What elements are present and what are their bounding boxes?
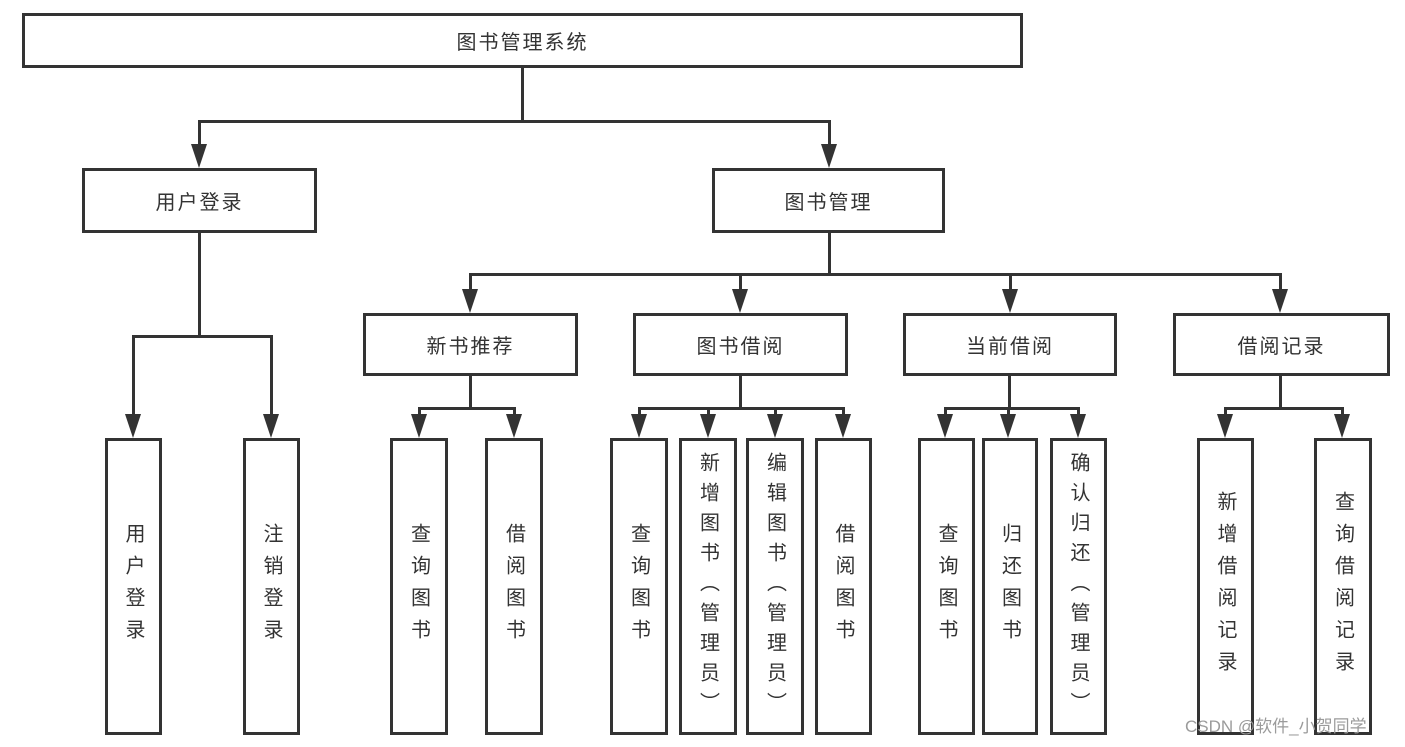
connector-line xyxy=(132,335,135,416)
arrowhead-down-icon xyxy=(732,289,748,313)
connector-line xyxy=(418,407,421,416)
connector-line xyxy=(638,407,844,410)
connector-line xyxy=(828,233,831,275)
arrowhead-down-icon xyxy=(191,144,207,168)
connector-line xyxy=(418,407,515,410)
csdn-watermark: CSDN @软件_小贺同学 xyxy=(1185,717,1367,736)
arrowhead-down-icon xyxy=(1334,414,1350,438)
connector-line xyxy=(739,376,742,409)
connector-line xyxy=(1007,407,1010,416)
connector-line xyxy=(1279,273,1282,291)
connector-line xyxy=(521,66,524,122)
node-label: 图书管理系统 xyxy=(456,32,589,54)
arrowhead-down-icon xyxy=(835,414,851,438)
arrowhead-down-icon xyxy=(1070,414,1086,438)
connector-line xyxy=(1224,407,1343,410)
connector-line xyxy=(1009,273,1012,291)
node-new-book-recommend: 新书推荐 xyxy=(363,313,578,376)
connector-line xyxy=(707,407,710,416)
node-label: 图书管理 xyxy=(784,192,873,214)
connector-line xyxy=(469,273,1282,276)
node-label: 当前借阅 xyxy=(966,336,1054,358)
connector-line xyxy=(828,120,831,146)
arrowhead-down-icon xyxy=(1002,289,1018,313)
node-current-borrowing: 当前借阅 xyxy=(903,313,1117,376)
connector-line xyxy=(270,335,273,416)
leaf-borrow-books-recommend: 借阅图书 xyxy=(485,438,543,735)
leaf-edit-books-admin: 编辑图书（管理员） xyxy=(746,438,804,735)
connector-line xyxy=(1008,376,1011,409)
arrowhead-down-icon xyxy=(700,414,716,438)
arrowhead-down-icon xyxy=(631,414,647,438)
node-label: 图书借阅 xyxy=(696,336,785,358)
arrowhead-down-icon xyxy=(937,414,953,438)
node-label: 用户登录 xyxy=(155,192,244,214)
leaf-add-borrow-record: 新增借阅记录 xyxy=(1197,438,1254,735)
node-label: 新书推荐 xyxy=(426,336,515,358)
arrowhead-down-icon xyxy=(1000,414,1016,438)
connector-line xyxy=(198,233,201,337)
arrowhead-down-icon xyxy=(821,144,837,168)
leaf-query-books-borrowing: 查询图书 xyxy=(610,438,668,735)
leaf-query-books-current: 查询图书 xyxy=(918,438,975,735)
connector-line xyxy=(944,407,947,416)
arrowhead-down-icon xyxy=(1272,289,1288,313)
connector-line xyxy=(198,120,831,123)
node-label: 借阅记录 xyxy=(1237,336,1326,358)
node-book-borrowing: 图书借阅 xyxy=(633,313,848,376)
connector-line xyxy=(469,376,472,409)
connector-line xyxy=(1224,407,1227,416)
arrowhead-down-icon xyxy=(767,414,783,438)
connector-line xyxy=(1341,407,1344,416)
node-library-management-system: 图书管理系统 xyxy=(22,13,1023,68)
leaf-return-books: 归还图书 xyxy=(982,438,1038,735)
leaf-confirm-return-admin: 确认归还（管理员） xyxy=(1050,438,1107,735)
arrowhead-down-icon xyxy=(411,414,427,438)
arrowhead-down-icon xyxy=(263,414,279,438)
connector-line xyxy=(774,407,777,416)
connector-line xyxy=(638,407,641,416)
arrowhead-down-icon xyxy=(506,414,522,438)
leaf-user-login: 用户登录 xyxy=(105,438,162,735)
leaf-borrow-books: 借阅图书 xyxy=(815,438,872,735)
connector-line xyxy=(739,273,742,291)
node-book-management: 图书管理 xyxy=(712,168,945,233)
connector-line xyxy=(944,407,1080,410)
arrowhead-down-icon xyxy=(125,414,141,438)
leaf-query-books-recommend: 查询图书 xyxy=(390,438,448,735)
connector-line xyxy=(469,273,472,291)
connector-line xyxy=(132,335,273,338)
connector-line xyxy=(513,407,516,416)
arrowhead-down-icon xyxy=(462,289,478,313)
leaf-query-borrow-record: 查询借阅记录 xyxy=(1314,438,1372,735)
node-borrowing-records: 借阅记录 xyxy=(1173,313,1390,376)
connector-line xyxy=(1279,376,1282,409)
connector-line xyxy=(842,407,845,416)
leaf-add-books-admin: 新增图书（管理员） xyxy=(679,438,737,735)
leaf-logout: 注销登录 xyxy=(243,438,300,735)
node-user-login: 用户登录 xyxy=(82,168,317,233)
connector-line xyxy=(1077,407,1080,416)
arrowhead-down-icon xyxy=(1217,414,1233,438)
connector-line xyxy=(198,120,201,146)
